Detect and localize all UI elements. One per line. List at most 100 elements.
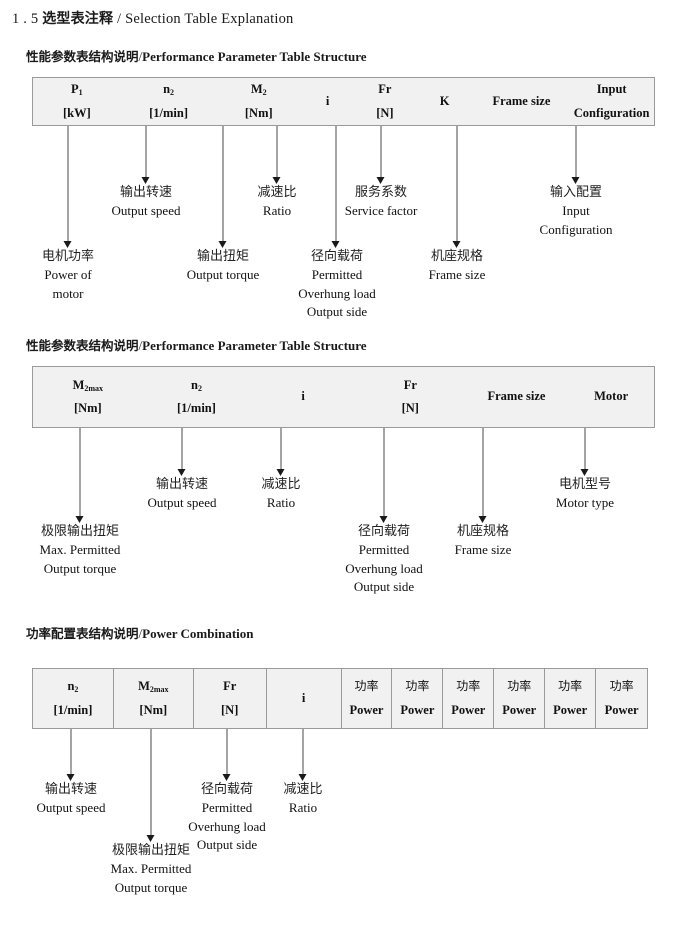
note-label-cn: 极限输出扭矩: [40, 524, 120, 539]
header-symbol: K: [439, 93, 450, 108]
header-symbol: i: [325, 93, 330, 108]
header-symbol: M2max: [72, 377, 104, 393]
arrow-output-torque: [218, 126, 229, 248]
table-header-cell: n2 [1/min]: [143, 367, 251, 427]
note-label-cn: 径向载荷: [200, 782, 253, 797]
header-symbol: 功率: [558, 679, 583, 694]
section-1-heading-cn: 性能参数表结构说明: [26, 49, 139, 64]
header-symbol: n2: [190, 377, 202, 393]
note-label-en: Input: [562, 203, 590, 219]
note-label-en: Max. Permitted: [110, 861, 192, 877]
header-unit: [1/min]: [177, 401, 216, 415]
section-3-heading-cn: 功率配置表结构说明: [26, 626, 139, 641]
header-unit: Power: [400, 702, 435, 717]
header-symbol: Fr: [378, 82, 392, 97]
table-header-cell: Fr[N]: [192, 669, 266, 728]
section-3-heading: 功率配置表结构说明/Power Combination: [26, 623, 254, 642]
arrow-input-configuration: [571, 126, 582, 184]
note-label-cn: 输出转速: [44, 782, 97, 797]
note-label-en: Max. Permitted: [39, 542, 121, 558]
note-label-en: Frame size: [428, 267, 486, 283]
header-unit: [Nm]: [244, 105, 273, 120]
header-symbol: 功率: [507, 679, 532, 694]
note-label-en: Configuration: [539, 221, 613, 237]
header-unit: Power: [451, 702, 486, 717]
table-header-cell: n2[1/min]: [121, 78, 217, 125]
section-2-heading-cn: 性能参数表结构说明: [26, 338, 139, 353]
note-label-en: Frame size: [454, 542, 512, 558]
table-header-cell: i: [301, 78, 354, 125]
arrow-frame-size-2: [478, 428, 489, 523]
arrow-ratio-3: [298, 729, 309, 781]
note-label-en: Output speed: [147, 495, 217, 511]
note-label-cn: 机座规格: [456, 524, 510, 539]
header-symbol: 功率: [405, 679, 430, 694]
note-label-cn: 电机型号: [558, 477, 612, 492]
header-symbol: Motor: [594, 389, 629, 404]
arrow-output-speed-2: [177, 428, 188, 476]
note-label-en: Overhung load: [188, 818, 266, 834]
arrow-max-output-torque: [75, 428, 86, 523]
note-label-en: Motor type: [555, 495, 615, 511]
header-unit: [1/min]: [149, 105, 188, 120]
header-symbol: P1: [71, 82, 83, 98]
note-label-en: Output torque: [43, 560, 117, 576]
note-label-cn: 机座规格: [430, 249, 484, 264]
note-label-en: Ratio: [288, 800, 318, 816]
section-2-heading-en: Performance Parameter Table Structure: [142, 338, 367, 353]
note-label-en: Permitted: [358, 542, 410, 558]
note-label-cn: 电机功率: [41, 249, 95, 264]
note-label-en: Service factor: [344, 203, 418, 219]
arrow-ratio: [272, 126, 283, 184]
arrow-output-speed-3: [66, 729, 77, 781]
table-header-cell: P1[kW]: [33, 78, 121, 125]
arrow-ratio-2: [276, 428, 287, 476]
note-label-en: Permitted: [311, 267, 363, 283]
table-header-cell: 功率 Power: [493, 669, 544, 728]
note-label-cn: 减速比: [261, 477, 301, 492]
table-header-cell: K: [416, 78, 474, 125]
note-label-en: Overhung load: [298, 285, 376, 301]
header-unit: [Nm]: [73, 401, 102, 415]
table-header-cell: M2max[Nm]: [112, 669, 193, 728]
note-label-cn: 极限输出扭矩: [111, 843, 191, 858]
table-header-cell: M2 [Nm]: [216, 78, 301, 125]
arrow-service-factor: [376, 126, 387, 184]
header-unit: [1/min]: [53, 702, 93, 717]
note-label-en: Output torque: [186, 267, 260, 283]
note-label-en: Output torque: [114, 879, 188, 895]
arrow-max-output-torque-3: [146, 729, 157, 842]
section-1-heading-en: Performance Parameter Table Structure: [142, 49, 367, 64]
header-symbol: 功率: [609, 679, 634, 694]
table-header-cell: Fr[N]: [356, 367, 465, 427]
header-symbol: Input: [596, 82, 627, 97]
page-title: 1 . 5 选型表注释 / Selection Table Explanatio…: [12, 8, 294, 28]
header-unit: Power: [502, 702, 537, 717]
section-1-heading: 性能参数表结构说明/Performance Parameter Table St…: [26, 46, 367, 65]
section-2-heading: 性能参数表结构说明/Performance Parameter Table St…: [26, 335, 367, 354]
header-symbol: i: [301, 389, 305, 404]
arrow-output-speed: [141, 126, 152, 184]
header-symbol: M2: [250, 82, 267, 98]
section-3-heading-sep: /: [138, 626, 143, 641]
header-symbol: Frame size: [492, 93, 551, 108]
section-title-cn: 选型表注释: [42, 11, 114, 27]
note-label-en: Ratio: [262, 203, 292, 219]
arrow-frame-size: [452, 126, 463, 248]
